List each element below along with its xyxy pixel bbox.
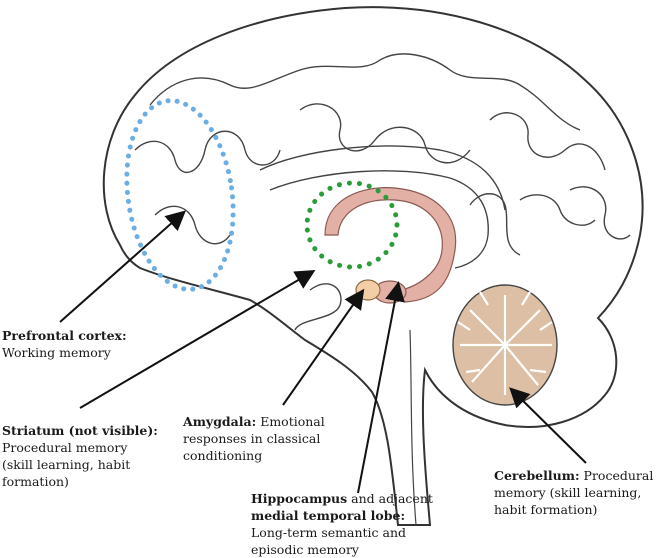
- cerebellum-title: Cerebellum:: [494, 468, 580, 483]
- striatum-title: Striatum (not visible):: [2, 423, 158, 438]
- cerebellum-shape: [452, 284, 558, 406]
- cerebellum-title-rest: Procedural: [579, 468, 654, 483]
- striatum-desc-2: (skill learning, habit: [2, 457, 131, 472]
- striatum-desc-3: formation): [2, 474, 69, 489]
- gyri-lines: [134, 53, 631, 331]
- amygdala-title: Amygdala:: [183, 414, 257, 429]
- hippocampus-label: Hippocampus and adjacent medial temporal…: [251, 490, 433, 558]
- cerebellum-desc-2: habit formation): [494, 502, 598, 517]
- prefrontal-label: Prefrontal cortex: Working memory: [2, 327, 127, 361]
- striatum-marker: [304, 180, 400, 270]
- amygdala-desc-1: responses in classical: [183, 431, 321, 446]
- hippocampus-title: Hippocampus: [251, 491, 348, 506]
- amygdala-title-rest: Emotional: [256, 414, 325, 429]
- amygdala-desc-2: conditioning: [183, 448, 263, 463]
- prefrontal-title: Prefrontal cortex:: [2, 328, 127, 343]
- hippocampus-desc-1: Long-term semantic and: [251, 525, 406, 540]
- striatum-desc-1: Procedural memory: [2, 440, 128, 455]
- hippocampus-desc-2: episodic memory: [251, 542, 359, 557]
- hippocampus-shape: [324, 187, 457, 303]
- brainstem-line: [409, 329, 417, 526]
- hippocampus-title-rest: and adjacent: [347, 491, 433, 506]
- pointer-arrows: [59, 210, 587, 494]
- hippocampus-title-2: medial temporal lobe:: [251, 508, 406, 523]
- cerebellum-desc-1: memory (skill learning,: [494, 485, 642, 500]
- amygdala-label: Amygdala: Emotional responses in classic…: [183, 413, 325, 464]
- striatum-label: Striatum (not visible): Procedural memor…: [2, 422, 158, 490]
- prefrontal-desc: Working memory: [2, 345, 111, 360]
- cerebellum-label: Cerebellum: Procedural memory (skill lea…: [494, 467, 653, 518]
- prefrontal-marker: [124, 98, 236, 292]
